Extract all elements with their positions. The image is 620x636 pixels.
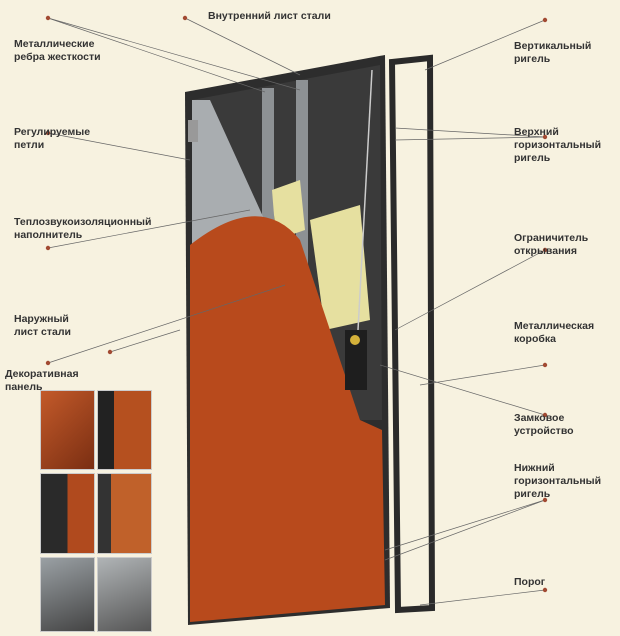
label-limiter: Ограничитель открывания	[514, 232, 589, 257]
lock-cylinder	[350, 335, 360, 345]
label-inner-sheet: Внутренний лист стали	[208, 10, 331, 22]
photo-lock-body	[97, 557, 152, 632]
filler	[310, 205, 370, 330]
photo-locks	[97, 390, 152, 470]
label-ribs: Металлические ребра жесткости	[14, 38, 101, 63]
callout-dots	[45, 15, 548, 593]
photo-limiter	[40, 473, 95, 554]
label-frame: Металлическая коробка	[514, 320, 595, 345]
photo-lock-mechanism	[40, 557, 95, 632]
door-frame	[388, 54, 436, 614]
label-lock: Замковое устройство	[514, 412, 574, 437]
label-lower-bolt: Нижний горизонтальный ригель	[514, 462, 602, 500]
label-decorative-panel: Декоративная панель	[5, 368, 79, 393]
photo-cylinder	[97, 473, 152, 554]
label-vertical-bolt: Вертикальный ригель	[514, 40, 592, 65]
label-hinges: Регулируемые петли	[14, 126, 91, 151]
label-filler: Теплозвукоизоляционный наполнитель	[14, 216, 152, 241]
label-outer-sheet: Наружный лист стали	[14, 313, 71, 338]
label-threshold: Порог	[514, 576, 546, 588]
leader-lines	[47, 17, 546, 606]
outer-panel	[190, 216, 385, 622]
photo-handle	[40, 390, 95, 470]
lock-rod	[357, 69, 373, 331]
hinge	[188, 120, 198, 142]
label-upper-bolt: Верхний горизонтальный ригель	[514, 126, 602, 164]
lock-box	[345, 330, 367, 390]
